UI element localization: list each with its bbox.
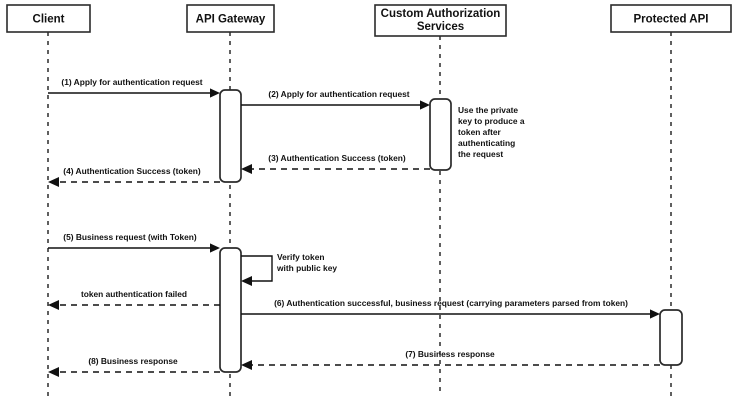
message-7: (7) Business response bbox=[241, 349, 660, 370]
message-self-verify-token: Verify token with public key bbox=[241, 252, 337, 286]
message-8-label: (8) Business response bbox=[88, 356, 178, 366]
actor-custom-auth-label-line1: Custom Authorization bbox=[381, 8, 501, 20]
note-private-key: Use the private key to produce a token a… bbox=[458, 105, 525, 159]
note-private-key-line-2: key to produce a bbox=[458, 116, 525, 126]
actor-protected-api[interactable]: Protected API bbox=[610, 4, 732, 33]
message-8: (8) Business response bbox=[48, 356, 220, 377]
message-self-verify-token-arrowhead bbox=[241, 276, 252, 286]
message-8-arrowhead bbox=[48, 367, 59, 377]
message-7-label: (7) Business response bbox=[405, 349, 495, 359]
message-3-label: (3) Authentication Success (token) bbox=[268, 153, 406, 163]
message-6: (6) Authentication successful, business … bbox=[241, 298, 660, 319]
note-private-key-line-3: token after bbox=[458, 127, 502, 137]
activation-api-gateway-auth bbox=[219, 89, 242, 183]
message-self-verify-token-label-line1: Verify token bbox=[277, 252, 324, 262]
actor-custom-auth[interactable]: Custom Authorization Services bbox=[374, 4, 507, 37]
activation-protected-api bbox=[659, 309, 683, 366]
message-2-arrowhead bbox=[420, 100, 430, 110]
actor-api-gateway[interactable]: API Gateway bbox=[186, 4, 275, 33]
message-4-arrowhead bbox=[48, 177, 59, 187]
message-6-label: (6) Authentication successful, business … bbox=[274, 298, 628, 308]
message-self-verify-token-label-line2: with public key bbox=[276, 263, 337, 273]
message-2-label: (2) Apply for authentication request bbox=[268, 89, 409, 99]
message-3-arrowhead bbox=[241, 164, 252, 174]
message-6-arrowhead bbox=[650, 309, 660, 319]
message-1-arrowhead bbox=[210, 88, 220, 98]
activation-custom-auth bbox=[429, 98, 452, 171]
message-5: (5) Business request (with Token) bbox=[48, 232, 220, 253]
actor-api-gateway-label: API Gateway bbox=[196, 14, 266, 26]
actor-client[interactable]: Client bbox=[6, 4, 91, 33]
actor-client-label: Client bbox=[33, 14, 65, 26]
message-token-authentication-failed-label: token authentication failed bbox=[81, 289, 187, 299]
note-private-key-line-4: authenticating bbox=[458, 138, 515, 148]
message-4: (4) Authentication Success (token) bbox=[48, 166, 220, 187]
message-3: (3) Authentication Success (token) bbox=[241, 153, 430, 174]
message-1: (1) Apply for authentication request bbox=[48, 77, 220, 98]
actor-protected-api-label: Protected API bbox=[634, 14, 709, 26]
note-private-key-line-1: Use the private bbox=[458, 105, 518, 115]
message-4-label: (4) Authentication Success (token) bbox=[63, 166, 201, 176]
actor-custom-auth-label-line2: Services bbox=[417, 21, 464, 33]
activation-api-gateway-business bbox=[219, 247, 242, 373]
message-7-arrowhead bbox=[241, 360, 252, 370]
message-token-authentication-failed: token authentication failed bbox=[48, 289, 220, 310]
message-2: (2) Apply for authentication request bbox=[241, 89, 430, 110]
message-token-authentication-failed-arrowhead bbox=[48, 300, 59, 310]
message-1-label: (1) Apply for authentication request bbox=[61, 77, 202, 87]
message-5-label: (5) Business request (with Token) bbox=[63, 232, 197, 242]
note-private-key-line-5: the request bbox=[458, 149, 503, 159]
message-5-arrowhead bbox=[210, 243, 220, 253]
